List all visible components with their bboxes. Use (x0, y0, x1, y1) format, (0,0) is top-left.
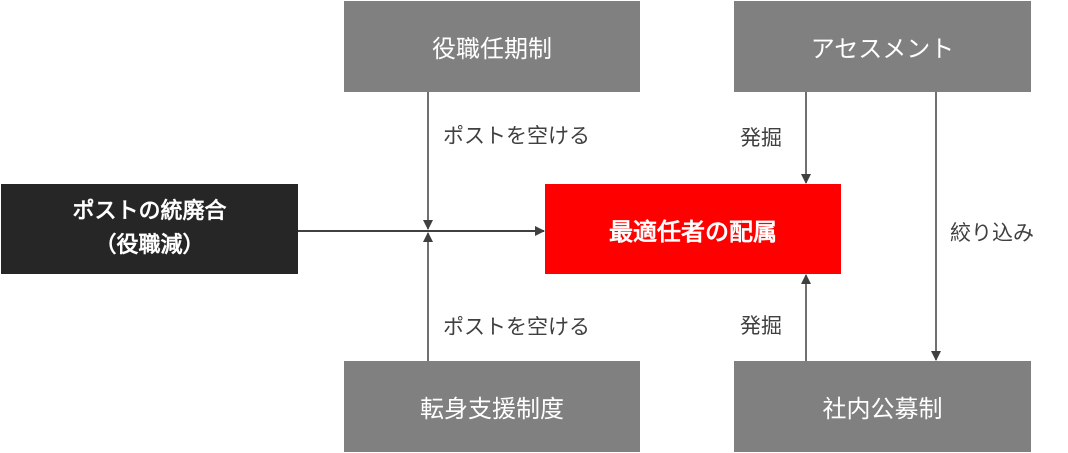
discover-label-top: 発掘 (740, 126, 782, 150)
assessment-box: アセスメント (734, 1, 1031, 92)
vacate-post-label-top: ポストを空ける (443, 124, 590, 148)
term-limit-label: 役職任期制 (432, 35, 552, 63)
term-limit-box: 役職任期制 (344, 1, 640, 92)
vacate-post-label-bottom: ポストを空ける (443, 315, 590, 339)
consolidation-label-line1: ポストの統廃合 (72, 199, 227, 224)
narrow-down-label: 絞り込み (950, 221, 1034, 245)
internal-recruitment-box: 社内公募制 (734, 361, 1031, 452)
discover-label-bottom: 発掘 (740, 314, 782, 338)
consolidation-box: ポストの統廃合 （役職減） (1, 184, 298, 274)
consolidation-label-line2: （役職減） (94, 233, 205, 258)
transfer-support-box: 転身支援制度 (344, 361, 640, 452)
internal-recruitment-label: 社内公募制 (822, 395, 943, 423)
assessment-label: アセスメント (810, 35, 955, 63)
transfer-support-label: 転身支援制度 (420, 395, 564, 423)
optimal-placement-box: 最適任者の配属 (545, 184, 841, 274)
optimal-placement-label: 最適任者の配属 (609, 217, 777, 246)
